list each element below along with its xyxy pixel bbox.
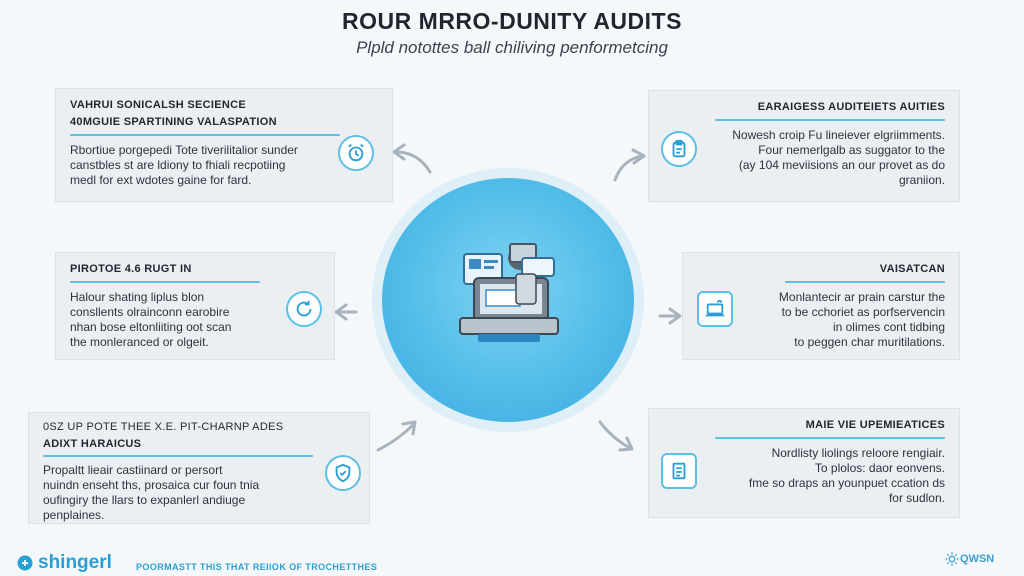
- card-body-line: nhan bose eltonliiting oot scan: [70, 320, 232, 334]
- card-heading: VAHRUI SONICALSH SECIENCE: [70, 99, 246, 111]
- card-body-line: oufingiry the llars to expanlerl andiuge: [43, 493, 246, 507]
- clipboard-icon: [661, 131, 697, 167]
- card-top-left: VAHRUI SONICALSH SECIENCE 40MGUIE SPARTI…: [55, 88, 393, 202]
- card-body-line: Propaltt lieair castiinard or persort: [43, 463, 223, 477]
- card-body-line: to peggen char muritilations.: [794, 335, 945, 349]
- brand-mark-icon: [17, 555, 33, 571]
- card-body-line: graniion.: [898, 173, 945, 187]
- divider: [715, 119, 945, 121]
- laptop-cloud-icon: [697, 291, 733, 327]
- arrow-bottom-right-head: [618, 436, 634, 452]
- card-body-line: canstbles st are ldiony to fhiali recpot…: [70, 158, 286, 172]
- card-mid-right: VAISATCAN Monlantecir ar prain carstur t…: [682, 252, 960, 360]
- card-heading: MAIE VIE UPEMIEATICES: [805, 419, 945, 431]
- card-body-line: for sudlon.: [888, 491, 945, 505]
- card-body-line: Monlantecir ar prain carstur the: [778, 290, 945, 304]
- arrow-top-left: [394, 150, 432, 174]
- divider: [43, 455, 313, 457]
- card-body-line: in olimes cont tidbing: [832, 320, 945, 334]
- card-body-line: Four nemerlgalb as suggator to the: [758, 143, 945, 157]
- arrow-mid-right-head: [668, 307, 682, 325]
- brand-name: shingerl: [38, 552, 112, 573]
- arrow-mid-left-head: [334, 303, 348, 321]
- brand-logo: shingerl: [16, 552, 112, 574]
- card-bottom-right: MAIE VIE UPEMIEATICES Nordlisty liolings…: [648, 408, 960, 518]
- card-body-line: penplaines.: [43, 508, 105, 522]
- card-body-line: fme so draps an younpuet ccation ds: [748, 476, 945, 490]
- card-body-line: Rbortiue porgepedi Tote tiverilitalior s…: [70, 143, 298, 157]
- arrow-bottom-right: [598, 420, 632, 450]
- alarm-clock-icon: [338, 135, 374, 171]
- card-heading: PIROTOE 4.6 RUGT IN: [70, 263, 192, 275]
- arrow-top-right: [613, 154, 644, 182]
- arrow-top-left-head: [392, 143, 406, 161]
- shield-check-icon: [325, 455, 361, 491]
- arrow-bottom-left: [376, 422, 416, 452]
- card-body-line: Halour shating liplus blon: [70, 290, 205, 304]
- page-subtitle: Plpld notottes ball chiliving penformetc…: [356, 38, 668, 57]
- arrow-top-right-head: [631, 148, 646, 165]
- divider: [70, 281, 260, 283]
- card-body-line: medl for ext wdotes gaine for fard.: [70, 173, 252, 187]
- card-body-line: To plolos: daor eonvens.: [814, 461, 945, 475]
- devices-illustration: [459, 243, 559, 342]
- page-title: ROUR MRRO-DUNITY AUDITS: [342, 8, 682, 34]
- divider: [715, 437, 945, 439]
- card-top-right: EARAIGESS AUDITEIETS AUITIES Nowesh croi…: [648, 90, 960, 202]
- card-body-line: Nowesh croip Fu lineiever elgriimments.: [732, 128, 945, 142]
- card-body-line: (ay 104 meviisions an our provet as do: [738, 158, 945, 172]
- card-heading: 40MGUIE SPARTINING VALASPATION: [70, 116, 277, 128]
- divider: [785, 281, 945, 283]
- card-body-line: consllents olrainconn earobire: [70, 305, 230, 319]
- footer-mark: QWSN: [944, 548, 994, 570]
- card-mid-left: PIROTOE 4.6 RUGT IN Halour shating liplu…: [55, 252, 335, 360]
- card-heading: EARAIGESS AUDITEIETS AUITIES: [757, 101, 945, 113]
- card-heading: ADIXT HARAICUS: [43, 438, 142, 450]
- card-body-line: nuindn enseht ths, prosaica cur foun tni…: [43, 478, 260, 492]
- arrow-bottom-left-head: [401, 420, 417, 436]
- footer-mark-text: QWSN: [960, 553, 995, 565]
- card-heading: 0SZ UP POTE THEE X.E. PIT-CHARNP ADES: [43, 421, 284, 433]
- card-bottom-left: 0SZ UP POTE THEE X.E. PIT-CHARNP ADES AD…: [28, 412, 370, 524]
- footer-tagline: POORMASTT THIS THAT REIIOK OF TROCHETTHE…: [136, 562, 378, 572]
- center-circle: [382, 178, 634, 422]
- divider: [70, 134, 340, 136]
- card-heading: VAISATCAN: [879, 263, 945, 275]
- gear-icon: [945, 552, 959, 566]
- card-body-line: to be cchoriet as porfservencin: [781, 305, 945, 319]
- document-icon: [661, 453, 697, 489]
- card-body-line: Nordlisty liolings reloore rengiair.: [771, 446, 945, 460]
- refresh-icon: [286, 291, 322, 327]
- card-body-line: the monleranced or olgeit.: [70, 335, 209, 349]
